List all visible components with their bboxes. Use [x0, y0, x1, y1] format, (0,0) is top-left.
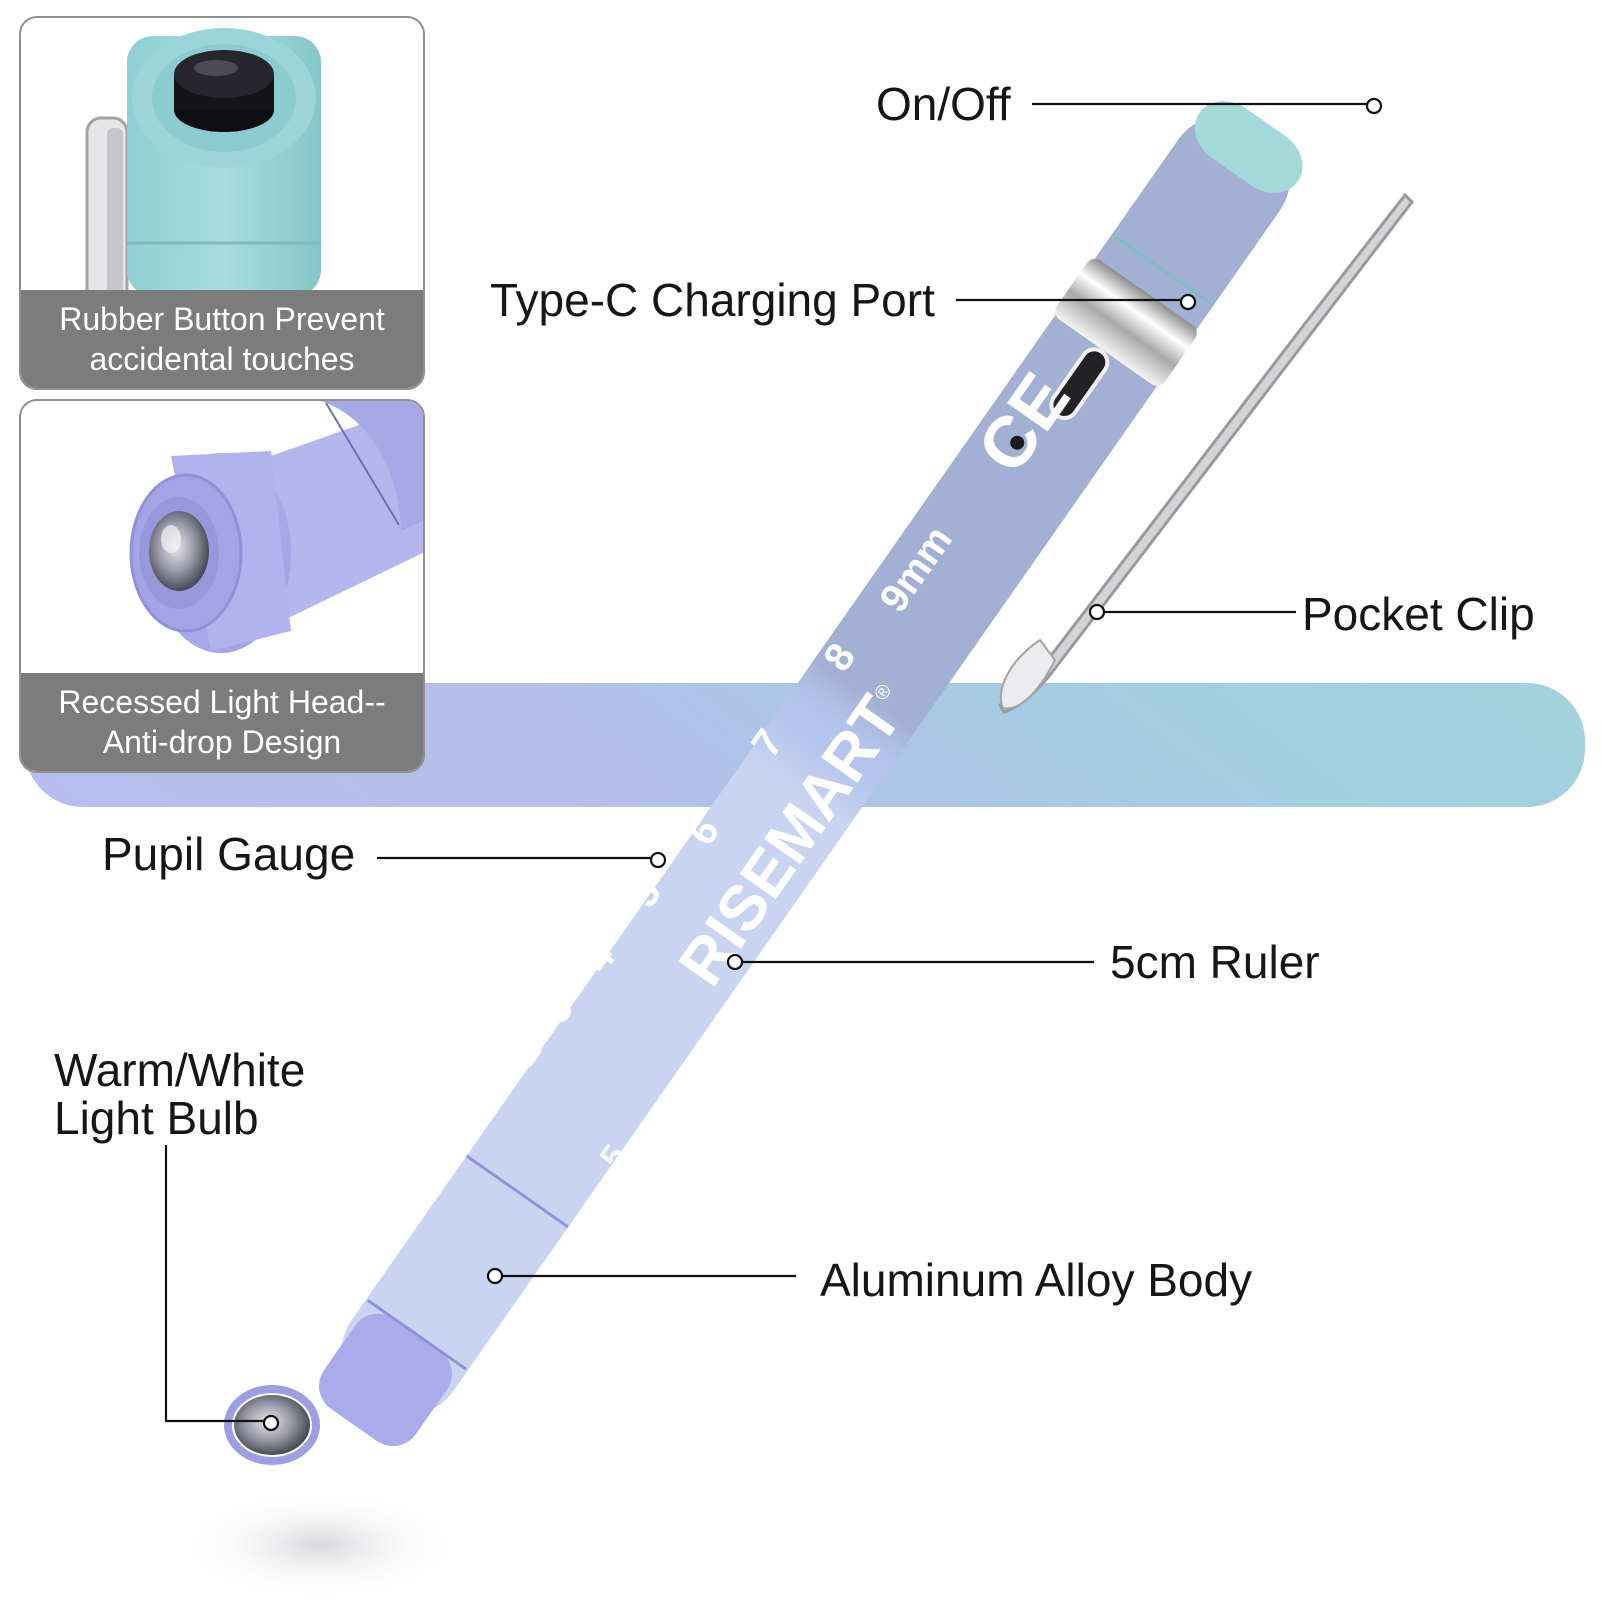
- on-off-marker: [1365, 97, 1383, 115]
- cap-end: [1194, 101, 1303, 193]
- body-seam: [465, 1154, 570, 1229]
- indicator-dot: [1010, 435, 1025, 450]
- inset1-line2: accidental touches: [89, 341, 355, 377]
- ruler-label: 5cm Ruler: [1110, 936, 1320, 988]
- pupil-gauge-label: Pupil Gauge: [102, 828, 356, 880]
- inset2-line1: Recessed Light Head--: [58, 684, 386, 720]
- floor-shadow: [180, 1490, 460, 1600]
- inset-rubber-button: Rubber Button Prevent accidental touches: [19, 16, 425, 390]
- type-c-port: [1049, 347, 1110, 420]
- inset-caption-recessed: Recessed Light Head-- Anti-drop Design: [21, 673, 423, 771]
- inset-caption-rubber: Rubber Button Prevent accidental touches: [21, 290, 423, 388]
- inset1-line1: Rubber Button Prevent: [59, 301, 385, 337]
- pocket-clip-label: Pocket Clip: [1302, 588, 1535, 640]
- pen-head: [319, 1313, 452, 1447]
- on-off-label: On/Off: [876, 78, 1011, 130]
- head-seam: [367, 1299, 468, 1371]
- gauge-marker: [649, 851, 667, 869]
- bulb-label: Warm/White Light Bulb: [54, 1046, 305, 1143]
- pocket-clip-tip: [999, 638, 1057, 710]
- inset2-line2: Anti-drop Design: [102, 724, 342, 760]
- body-marker: [486, 1267, 504, 1285]
- cap-seam: [1111, 233, 1215, 307]
- body-label: Aluminum Alloy Body: [820, 1254, 1253, 1306]
- recessed-head-photo: [129, 401, 423, 653]
- clip-marker: [1088, 603, 1106, 621]
- chrome-band: [1055, 258, 1197, 386]
- leader-lines: [164, 97, 1383, 1432]
- ruler-marker: [726, 953, 744, 971]
- bulb-marker: [262, 1414, 280, 1432]
- bulb-label-line1: Warm/White: [54, 1044, 306, 1096]
- pen-barrel-shading: [341, 114, 1291, 1417]
- type-c-label: Type-C Charging Port: [490, 274, 935, 326]
- type-c-marker: [1179, 293, 1197, 311]
- pen-body: [319, 101, 1303, 1447]
- bulb-rim: [224, 1385, 320, 1465]
- bulb-label-line2: Light Bulb: [54, 1092, 259, 1145]
- rubber-button-photo: [85, 28, 321, 310]
- inset-recessed-head: Recessed Light Head-- Anti-drop Design: [19, 399, 425, 773]
